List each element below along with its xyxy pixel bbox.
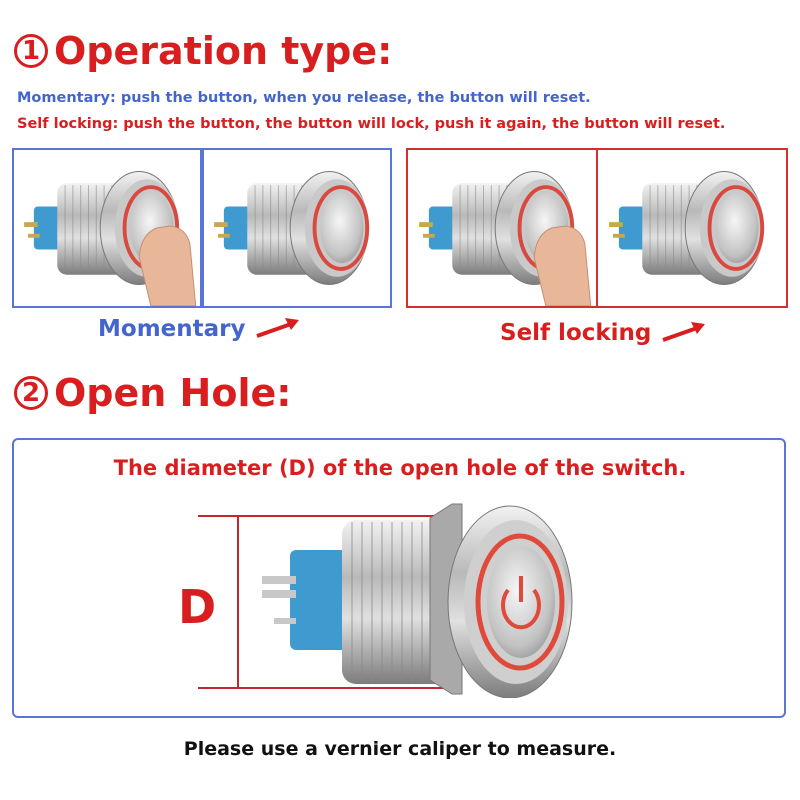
diameter-label: D [178,580,217,634]
self-locking-locked-panel [596,148,788,308]
momentary-pressed-button-image [22,169,197,306]
open-hole-switch-image [198,503,573,698]
circled-number-2: 2 [14,376,48,410]
momentary-caption: Momentary [98,316,301,342]
open-hole-diagram-box [12,438,786,718]
self-locking-caption-label: Self locking [500,320,652,346]
diagram-title: The diameter (D) of the open hole of the… [113,456,687,480]
momentary-description: Momentary: push the button, when you rel… [17,90,591,106]
operation-type-heading: 1 Operation type: [14,32,392,70]
momentary-pressed-panel [12,148,202,308]
open-hole-title: Open Hole: [54,371,292,415]
momentary-released-button-image [212,169,372,287]
open-hole-heading: 2 Open Hole: [14,374,291,412]
measure-instruction: Please use a vernier caliper to measure. [183,738,617,760]
arrow-up-right-icon [662,322,706,342]
operation-type-title: Operation type: [54,29,393,73]
arrow-up-right-icon [256,318,300,338]
circled-number-1: 1 [14,34,48,68]
self-locking-pressed-panel [406,148,598,308]
self-locking-description: Self locking: push the button, the butto… [17,116,726,132]
self-locking-locked-button-image [607,169,767,287]
momentary-caption-label: Momentary [98,316,246,342]
momentary-released-panel [202,148,392,308]
self-locking-caption: Self locking [500,320,707,346]
self-locking-pressed-button-image [417,169,592,306]
